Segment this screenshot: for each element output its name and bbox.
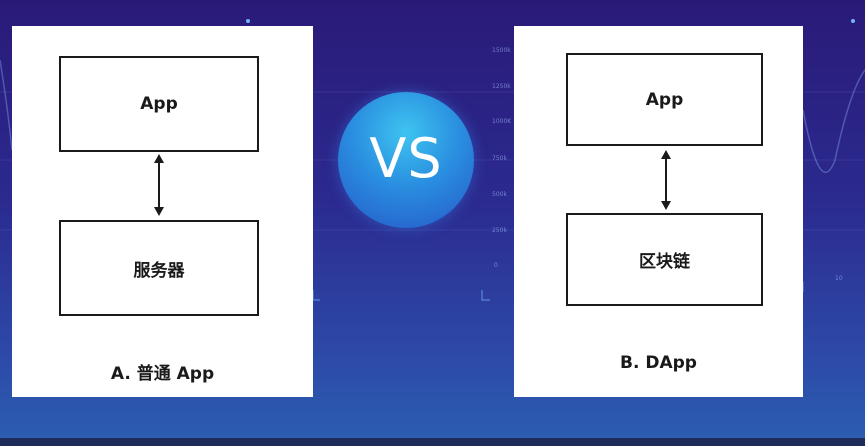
axis-tick-label: 0 [494,262,498,269]
axis-tick-label: 500k [492,191,507,198]
dapp-panel: App 区块链 B. DApp [514,26,803,397]
bottom-bar [0,438,865,446]
double-arrow-icon [154,154,164,216]
panel-caption: B. DApp [620,353,697,373]
vs-badge: VS [338,92,474,228]
server-box: 服务器 [59,220,259,316]
double-arrow-icon [661,150,671,210]
blockchain-box: 区块链 [566,213,763,306]
app-box: App [566,53,763,146]
panel-caption: A. 普通 App [110,364,215,384]
axis-tick-label: 10 [835,275,843,282]
axis-tick-label: 1000K [492,118,512,125]
vs-label: VS [369,126,443,190]
app-box: App [59,56,259,152]
normal-app-panel: App 服务器 A. 普通 App [12,26,313,397]
axis-tick-label: 250k [492,227,507,234]
axis-tick-label: 1500k [492,47,511,54]
axis-tick-label: 750k [492,155,507,162]
axis-tick-label: 1250k [492,83,511,90]
